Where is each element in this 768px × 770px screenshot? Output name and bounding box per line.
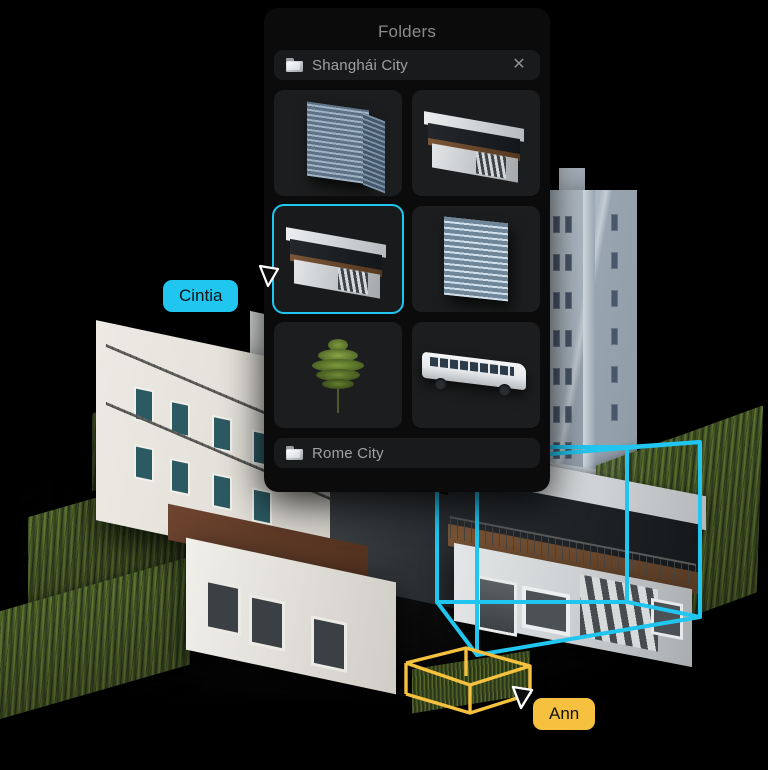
folder-name-rome-city: Rome City xyxy=(312,444,384,462)
asset-thumbnail-skyscraper[interactable] xyxy=(274,90,402,196)
bus-icon xyxy=(422,351,530,397)
tower-roof-cap xyxy=(559,168,585,194)
tree-icon xyxy=(310,337,366,413)
background-apartment-tower[interactable] xyxy=(545,190,637,500)
cursor-label-ann: Ann xyxy=(533,698,596,730)
folder-icon xyxy=(286,58,303,72)
folder-name-shanghai-city: Shanghái City xyxy=(312,56,408,74)
asset-thumbnail-bus[interactable] xyxy=(412,322,540,428)
tower-spine xyxy=(583,190,595,500)
asset-thumbnail-modern-house-a[interactable] xyxy=(412,90,540,196)
cursor-pointer-cintia xyxy=(258,264,280,288)
modern-house-icon xyxy=(424,111,528,183)
skyscraper-icon xyxy=(307,101,369,185)
asset-thumbnail-tree[interactable] xyxy=(274,322,402,428)
cursor-pointer-ann xyxy=(511,685,534,710)
asset-thumbnail-glass-tower[interactable] xyxy=(412,206,540,312)
asset-thumbnail-modern-house-b[interactable] xyxy=(274,206,402,312)
cursor-name-cintia: Cintia xyxy=(179,286,223,305)
close-icon[interactable]: ✕ xyxy=(512,56,526,73)
folders-panel[interactable]: Folders Shanghái City ✕ xyxy=(264,8,550,492)
folder-row-shanghai-city[interactable]: Shanghái City ✕ xyxy=(274,50,540,80)
selected-modern-house[interactable] xyxy=(436,443,706,668)
panel-title: Folders xyxy=(377,22,437,41)
glass-tower-icon xyxy=(444,216,508,302)
house-window-right xyxy=(654,601,680,637)
house-entrance-door xyxy=(480,578,514,634)
folder-row-rome-city[interactable]: Rome City xyxy=(274,438,540,468)
cursor-label-cintia: Cintia xyxy=(163,280,239,312)
cursor-name-ann: Ann xyxy=(549,704,580,723)
folder-icon xyxy=(286,446,303,460)
modern-house-icon xyxy=(286,227,390,299)
asset-grid xyxy=(274,90,540,428)
